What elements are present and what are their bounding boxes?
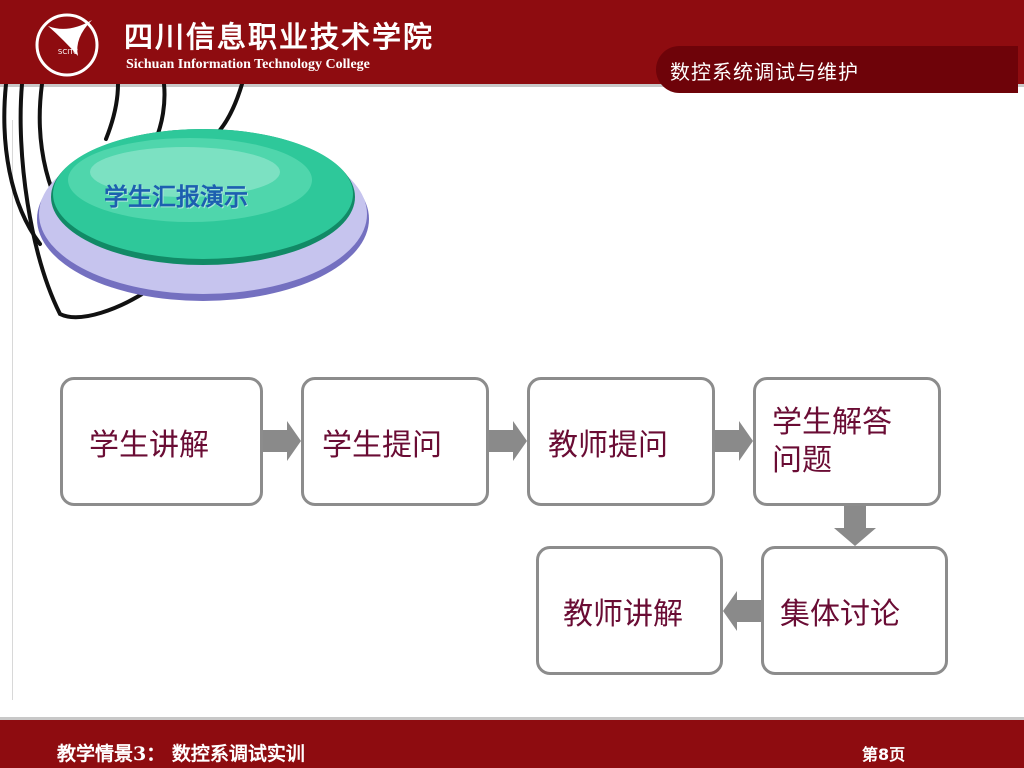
- flow-step-label-line2: 问题: [772, 442, 832, 478]
- flow-step-student-answer: 学生解答 问题: [753, 377, 941, 506]
- decorative-curves: [2, 84, 369, 320]
- footer-scenario: 教学情景3： 数控系调试实训: [57, 743, 305, 765]
- flow-step-label: 学生讲解: [89, 427, 209, 463]
- arrow-right-icon: [263, 421, 301, 461]
- flow-step-teacher-question: 教师提问: [527, 377, 715, 506]
- flow-step-label: 集体讨论: [780, 596, 900, 632]
- page-number: 第8页: [862, 745, 906, 764]
- badge-label: 学生汇报演示: [104, 183, 248, 211]
- arrow-right-icon: [489, 421, 527, 461]
- college-logo-icon: [35, 13, 99, 77]
- flow-step-student-explain: 学生讲解: [60, 377, 263, 506]
- header-divider: [0, 84, 1024, 87]
- flow-step-student-question: 学生提问: [301, 377, 489, 506]
- arrow-right-icon: [715, 421, 753, 461]
- course-title-tab: 数控系统调试与维护: [656, 46, 1018, 93]
- flow-step-label: 教师提问: [548, 427, 668, 463]
- footer-divider: [0, 717, 1024, 720]
- flow-step-label-line1: 学生解答: [772, 404, 892, 440]
- flow-step-label: 教师讲解: [563, 596, 683, 632]
- arrow-left-icon: [723, 591, 761, 631]
- flow-step-teacher-explain: 教师讲解: [536, 546, 723, 675]
- college-name-english: Sichuan Information Technology College: [126, 57, 370, 72]
- flow-step-group-discussion: 集体讨论: [761, 546, 948, 675]
- logo-text: SCITC: [57, 48, 79, 56]
- footer-bar: [0, 720, 1024, 768]
- arrow-down-icon: [834, 506, 876, 546]
- flow-step-label: 学生提问: [322, 427, 442, 463]
- course-title: 数控系统调试与维护: [670, 60, 859, 84]
- college-name-chinese: 四川信息职业技术学院: [124, 20, 435, 54]
- left-guide-line: [12, 120, 13, 700]
